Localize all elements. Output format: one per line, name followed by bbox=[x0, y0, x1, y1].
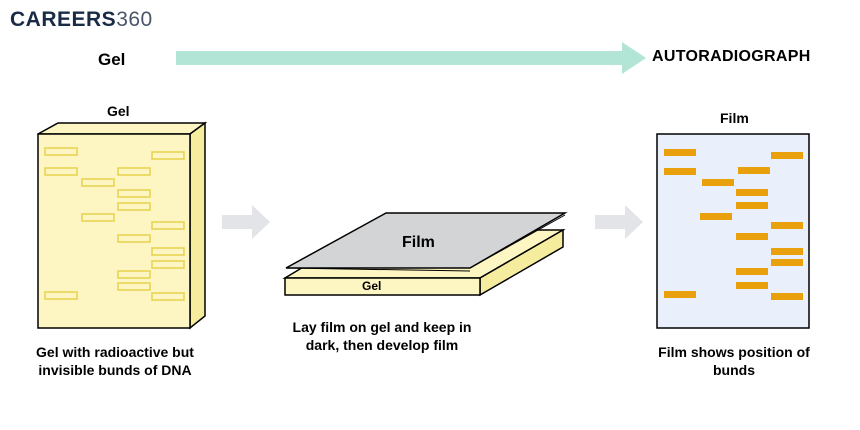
gel-band bbox=[117, 270, 151, 279]
film-bands bbox=[664, 149, 803, 300]
film-edge bbox=[285, 267, 471, 272]
gel-band bbox=[44, 147, 78, 156]
film-band bbox=[664, 291, 696, 298]
film-band bbox=[771, 259, 803, 266]
gel-block-side bbox=[189, 121, 206, 330]
gel-band bbox=[117, 202, 151, 211]
gel-band bbox=[44, 291, 78, 300]
gel-band bbox=[81, 213, 115, 222]
film-band bbox=[664, 168, 696, 175]
gel-caption: Gel with radioactive but invisible bunds… bbox=[36, 344, 194, 378]
gel-band bbox=[44, 167, 78, 176]
gel-title: Gel bbox=[107, 103, 130, 119]
gel-band bbox=[117, 234, 151, 243]
process-arrow bbox=[176, 42, 646, 74]
film-band bbox=[771, 248, 803, 255]
film-edge-right bbox=[469, 214, 566, 269]
gel-band bbox=[117, 167, 151, 176]
film-band bbox=[736, 282, 768, 289]
gel-bands bbox=[44, 147, 185, 301]
header-autoradiograph-label: AUTORADIOGRAPH bbox=[652, 48, 811, 65]
film-band bbox=[736, 202, 768, 209]
gel-band bbox=[81, 178, 115, 187]
film-sheet bbox=[285, 212, 568, 269]
film-on-gel bbox=[282, 212, 568, 297]
gel-band bbox=[117, 189, 151, 198]
gel-band bbox=[151, 151, 185, 160]
gel-band bbox=[117, 282, 151, 291]
film-band bbox=[700, 213, 732, 220]
film-title: Film bbox=[720, 110, 749, 126]
middle-caption: Lay film on gel and keep in dark, then d… bbox=[292, 319, 472, 353]
gel-band bbox=[151, 292, 185, 301]
gray-arrow-2 bbox=[595, 205, 643, 239]
gel-block-front bbox=[37, 133, 191, 329]
film-band bbox=[736, 233, 768, 240]
film-caption: Film shows position of bunds bbox=[658, 344, 810, 378]
gel-band bbox=[151, 221, 185, 230]
header-gel-label: Gel bbox=[98, 50, 126, 69]
gel-block bbox=[37, 121, 208, 330]
gel-block-top bbox=[37, 122, 208, 135]
film-band bbox=[736, 189, 768, 196]
film-band bbox=[664, 149, 696, 156]
middle-film-label: Film bbox=[402, 234, 435, 251]
gel-slab-front bbox=[284, 277, 481, 296]
film-band bbox=[771, 293, 803, 300]
film-band bbox=[702, 179, 734, 186]
film-band bbox=[738, 167, 770, 174]
film-band bbox=[736, 268, 768, 275]
careers360-logo: CAREERS360 bbox=[10, 8, 153, 32]
logo-brand: CAREERS bbox=[10, 8, 117, 31]
gray-arrow-1 bbox=[222, 205, 270, 239]
film-band bbox=[771, 152, 803, 159]
gel-band bbox=[151, 247, 185, 256]
middle-gel-label: Gel bbox=[362, 279, 382, 293]
film-band bbox=[771, 222, 803, 229]
gel-band bbox=[151, 260, 185, 269]
logo-number: 360 bbox=[116, 8, 153, 31]
